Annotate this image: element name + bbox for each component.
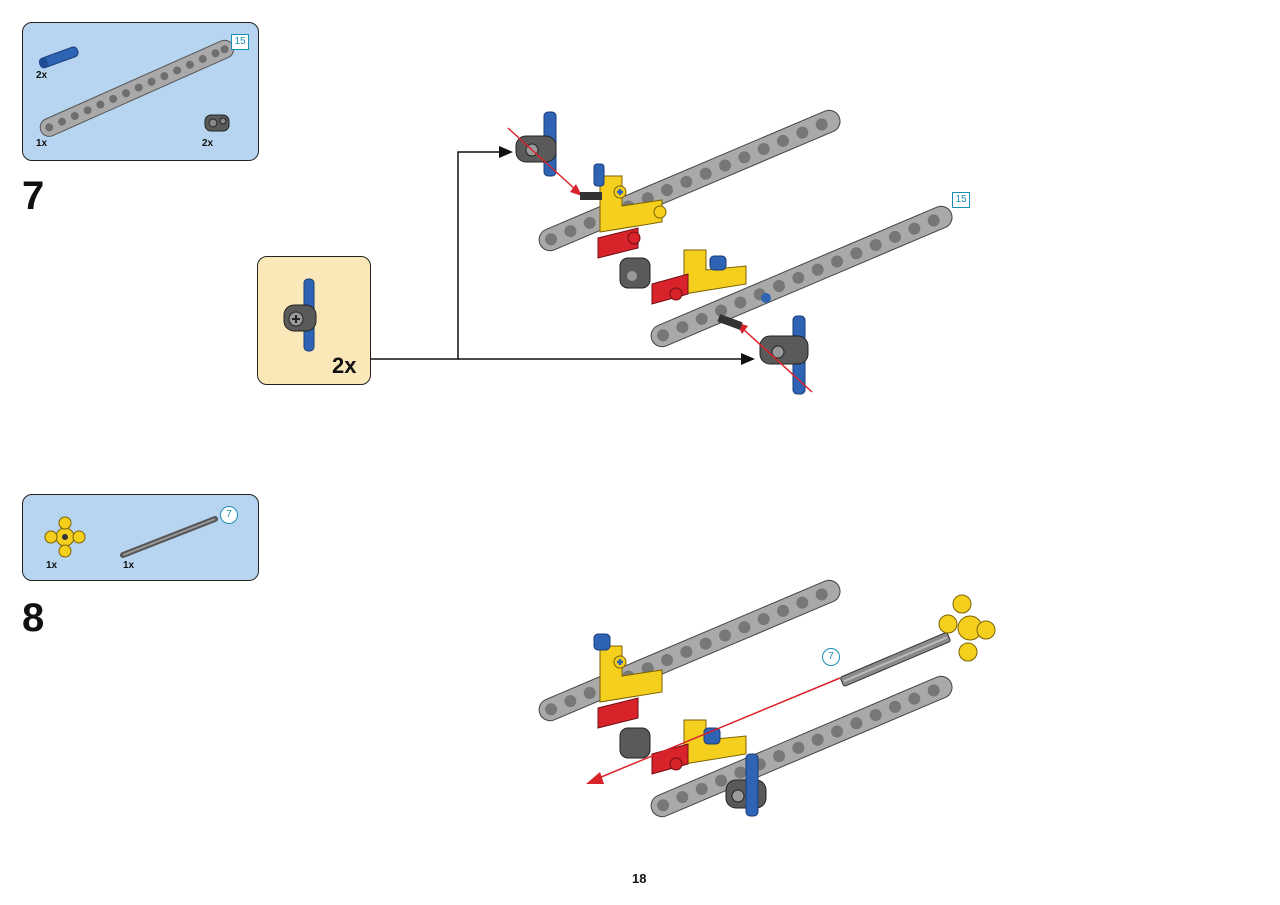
subassembly-callout: 2x bbox=[257, 256, 371, 385]
blue-pin-icon bbox=[38, 46, 79, 69]
hub-qty: 1x bbox=[46, 560, 58, 571]
callout-qty: 2x bbox=[332, 353, 357, 378]
model-axle-badge: 7 bbox=[822, 648, 840, 666]
yellow-hub-icon bbox=[44, 516, 86, 558]
connector-qty: 2x bbox=[202, 138, 214, 149]
step8-parts-box: 1x 1x 7 bbox=[22, 494, 259, 581]
page-number: 18 bbox=[632, 871, 647, 886]
beam-length-badge: 15 bbox=[231, 34, 249, 50]
step-number: 7 bbox=[22, 174, 45, 218]
pin-qty: 2x bbox=[36, 70, 48, 81]
pin-connector-icon bbox=[204, 114, 230, 132]
model-length-badge: 15 bbox=[952, 192, 970, 208]
axle-7-icon bbox=[120, 516, 218, 558]
axle-qty: 1x bbox=[123, 560, 135, 571]
beam-qty: 1x bbox=[36, 138, 48, 149]
step-number: 8 bbox=[22, 596, 45, 640]
axle-length-badge: 7 bbox=[220, 506, 238, 524]
step7-parts-box: 2x 1x 2x 15 bbox=[22, 22, 259, 161]
pin-connector-assembly-icon bbox=[283, 278, 317, 352]
